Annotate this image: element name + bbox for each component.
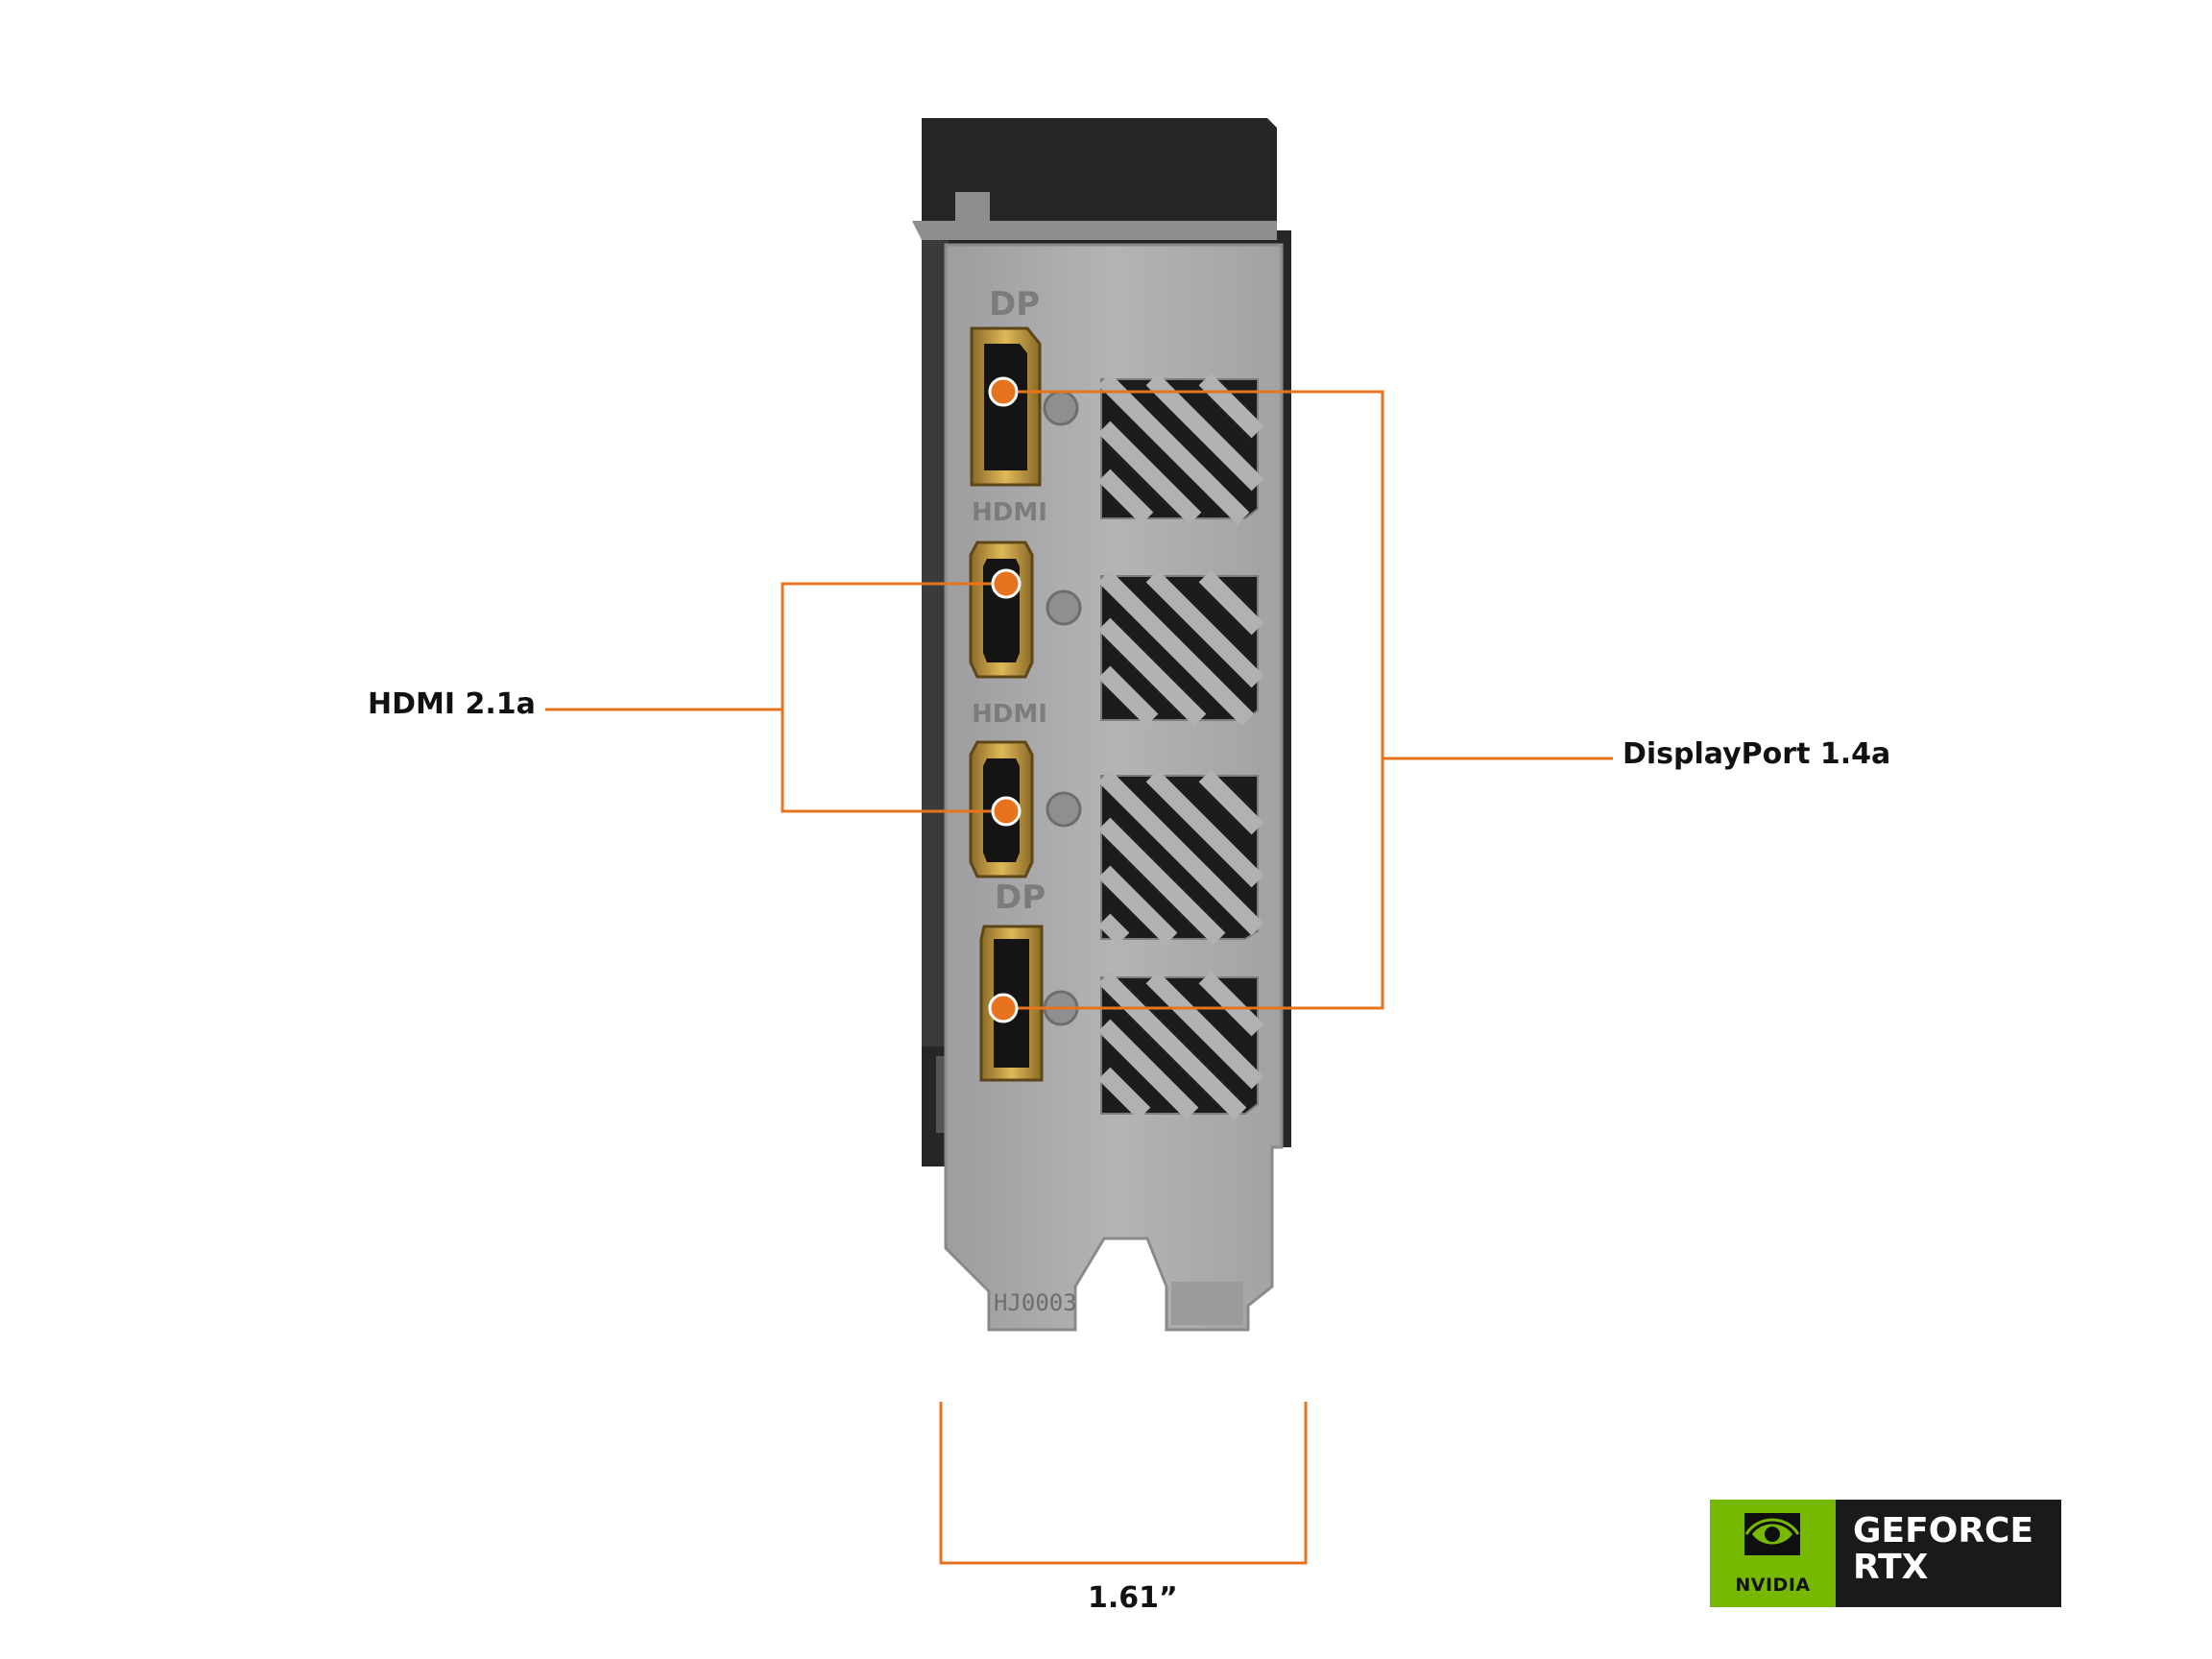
- displayport-callout-label: DisplayPort 1.4a: [1623, 737, 1891, 771]
- port-label-hdmi-2: HDMI: [972, 700, 1047, 729]
- nvidia-logo: NVIDIA: [1710, 1500, 1836, 1607]
- geforce-rtx-text: GEFORCE RTX: [1836, 1500, 2061, 1607]
- displayport-connector-top: [970, 326, 1042, 487]
- nvidia-wordmark: NVIDIA: [1735, 1575, 1811, 1596]
- hdmi-callout-label: HDMI 2.1a: [368, 687, 536, 721]
- nvidia-geforce-rtx-badge: NVIDIA GEFORCE RTX: [1710, 1500, 2061, 1607]
- port-label-hdmi-1: HDMI: [972, 498, 1047, 527]
- port-label-dp-top: DP: [989, 285, 1040, 324]
- callout-dots: [988, 376, 1022, 1023]
- width-dimension-label: 1.61”: [1088, 1581, 1178, 1615]
- badge-line-2: RTX: [1853, 1548, 1929, 1587]
- vent-bars: [1097, 373, 1264, 1120]
- bracket-code: HJ0003: [994, 1289, 1077, 1316]
- hdmi-connector-1: [969, 541, 1034, 679]
- port-label-dp-bottom: DP: [995, 878, 1046, 917]
- badge-line-1: GEFORCE: [1853, 1511, 2034, 1551]
- callout-lines: [545, 390, 1613, 1565]
- nvidia-eye-icon: [1744, 1513, 1800, 1555]
